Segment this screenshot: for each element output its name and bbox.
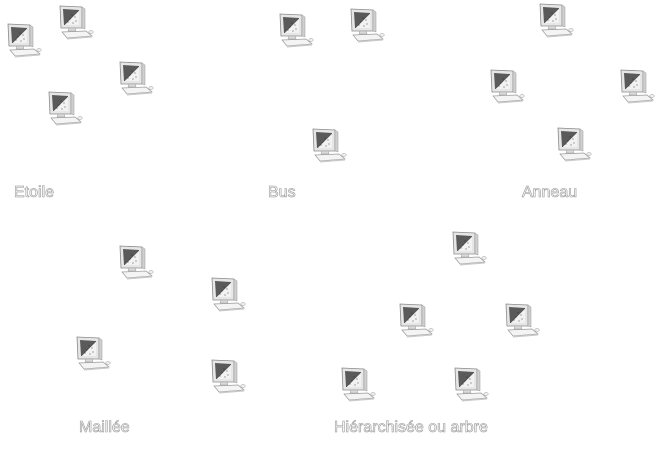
star-topology-label: Etoile [14,184,55,202]
computer-icon [276,12,316,52]
computer-icon [56,4,96,44]
computer-icon [347,7,387,47]
computer-icon [451,366,491,406]
computer-icon [536,2,576,42]
computer-icon [554,126,594,166]
computer-icon [116,244,156,284]
computer-icon [208,358,248,398]
computer-icon [309,127,349,167]
tree-topology-label: Hiérarchisée ou arbre [334,419,488,437]
computer-icon [338,366,378,406]
bus-topology-label: Bus [268,184,296,202]
ring-topology-label: Anneau [522,184,578,202]
computer-icon [208,276,248,316]
computer-icon [396,302,436,342]
computer-icon [73,335,113,375]
computer-icon [116,60,156,100]
computer-icon [45,90,85,130]
computer-icon [449,230,489,270]
computer-icon [487,68,527,108]
computer-icon [4,22,44,62]
computer-icon [502,302,542,342]
computer-icon [617,68,657,108]
mesh-topology-label: Maillée [79,419,130,437]
